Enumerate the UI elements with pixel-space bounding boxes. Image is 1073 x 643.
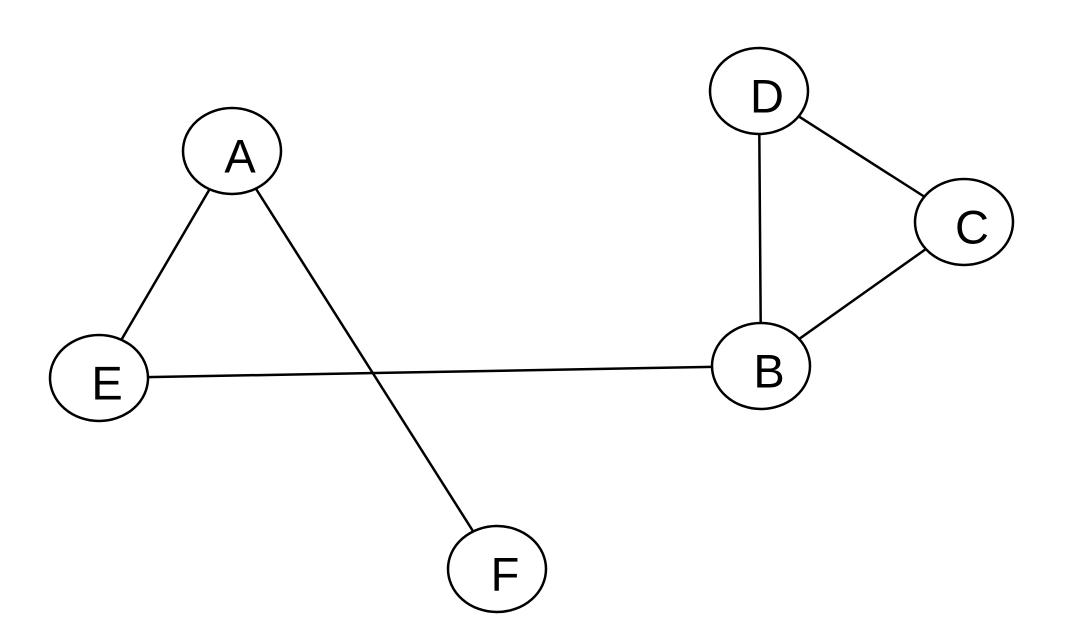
node-A: A (181, 106, 283, 196)
node-circle-A (181, 106, 283, 196)
node-circle-C (913, 177, 1015, 267)
node-circle-F (446, 524, 548, 614)
node-B: B (710, 321, 812, 411)
node-label-A: A (224, 130, 256, 183)
node-D: D (708, 46, 810, 136)
node-label-E: E (91, 357, 122, 410)
node-label-B: B (753, 345, 784, 398)
node-F: F (446, 524, 548, 614)
edge-A-F (230, 150, 499, 570)
node-circle-B (710, 321, 812, 411)
node-C: C (913, 177, 1015, 267)
node-label-D: D (750, 70, 784, 123)
node-circle-D (708, 46, 810, 136)
node-label-C: C (955, 201, 989, 254)
node-E: E (48, 333, 150, 423)
edge-B-D (757, 90, 763, 367)
edge-E-B (98, 364, 762, 380)
node-circle-E (48, 333, 150, 423)
node-label-F: F (491, 548, 520, 601)
